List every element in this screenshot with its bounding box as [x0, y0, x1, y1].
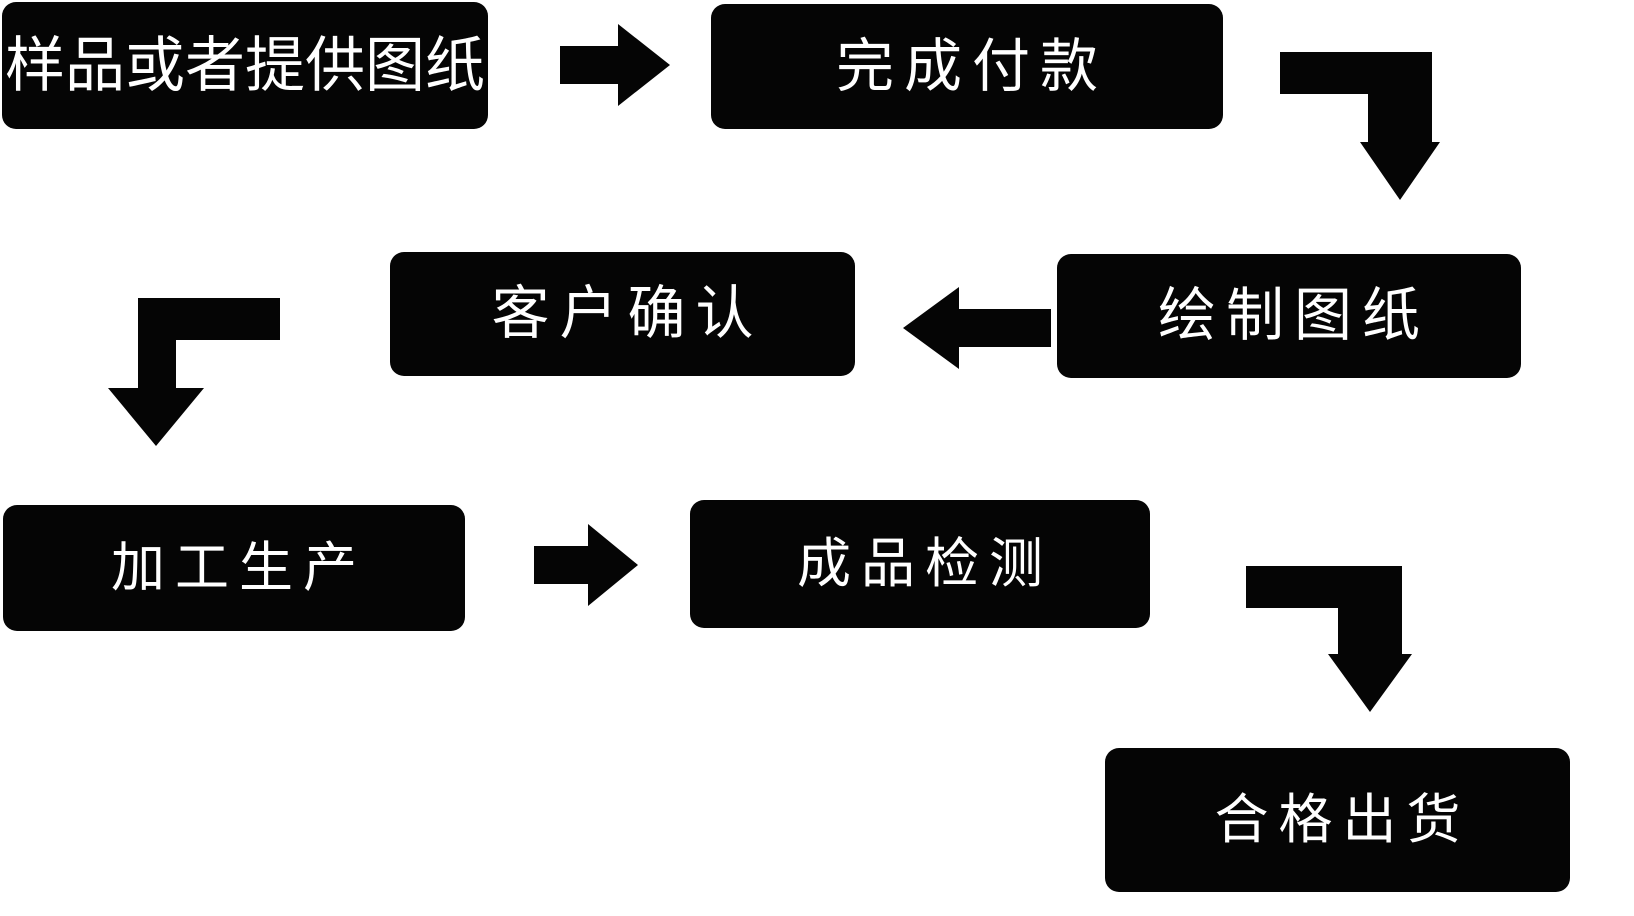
- node-final-inspection[interactable]: 成品检测: [690, 500, 1150, 628]
- node-label-draw-drawings: 绘制图纸: [1157, 283, 1430, 348]
- node-sample-or-drawing[interactable]: 样品或者提供图纸: [2, 2, 488, 129]
- node-customer-confirm[interactable]: 客户确认: [390, 252, 855, 376]
- node-label-final-inspection: 成品检测: [797, 534, 1053, 594]
- arrow-sample-to-payment: [560, 24, 670, 106]
- arrow-payment-to-drawings: [1280, 42, 1440, 202]
- node-production[interactable]: 加工生产: [3, 505, 465, 631]
- arrow-drawings-to-confirm: [903, 287, 1051, 369]
- node-label-production: 加工生产: [111, 538, 367, 598]
- node-label-complete-payment: 完成付款: [835, 33, 1108, 99]
- node-qualified-shipment[interactable]: 合格出货: [1105, 748, 1570, 892]
- node-label-sample-or-drawing: 样品或者提供图纸: [5, 31, 485, 99]
- arrow-inspection-to-shipment: [1246, 556, 1412, 714]
- arrow-confirm-to-production: [108, 288, 280, 448]
- arrow-production-to-inspection: [534, 524, 638, 606]
- node-label-customer-confirm: 客户确认: [491, 281, 764, 346]
- node-label-qualified-shipment: 合格出货: [1214, 790, 1471, 850]
- node-complete-payment[interactable]: 完成付款: [711, 4, 1223, 129]
- node-draw-drawings[interactable]: 绘制图纸: [1057, 254, 1521, 378]
